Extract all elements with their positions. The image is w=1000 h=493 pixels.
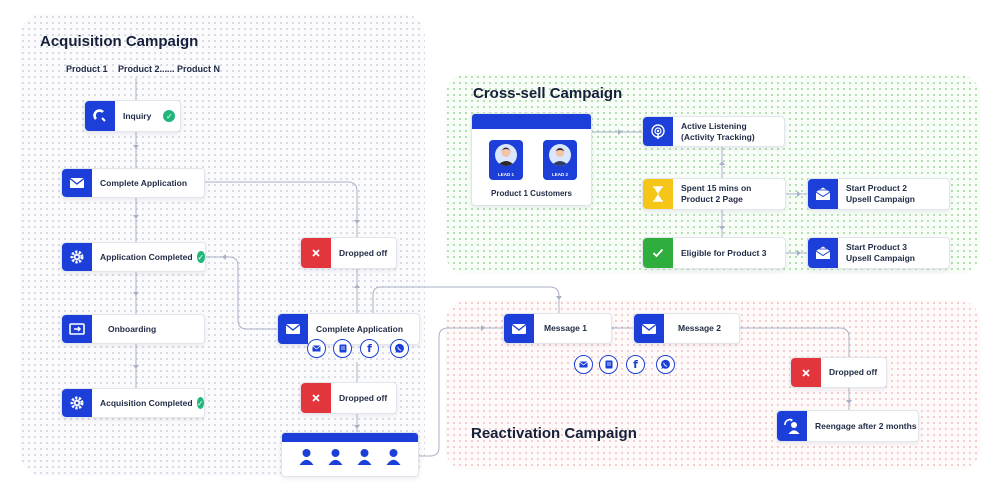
audience-header-bar: [282, 433, 418, 442]
onboarding-node[interactable]: Onboarding: [61, 314, 205, 344]
start-product-2-line-1: Start Product 2: [846, 183, 907, 194]
start-product-3-line-2: Upsell Campaign: [846, 253, 915, 263]
spent-line-1: Spent 15 mins on: [681, 183, 752, 194]
message-1-label: Message 1: [544, 323, 587, 334]
active-listening-line-1: Active Listening: [681, 120, 747, 131]
email-channel-icon[interactable]: [307, 339, 326, 358]
acquisition-campaign-title: Acquisition Campaign: [40, 33, 199, 50]
start-product-2-upsell-node[interactable]: Start Product 2 Upsell Campaign: [807, 178, 950, 210]
message-1-node[interactable]: Message 1: [503, 313, 612, 344]
sms-channel-icon[interactable]: [599, 355, 618, 374]
product-1-customers-node[interactable]: LEAD 1 LEAD 2 Product 1 Customers: [471, 113, 592, 206]
eligible-product-3-node[interactable]: Eligible for Product 3: [642, 237, 786, 269]
eligible-label: Eligible for Product 3: [681, 247, 767, 258]
check-icon: ✓: [196, 251, 205, 263]
message-2-node[interactable]: Message 2: [633, 313, 740, 344]
product-n-label: Product 2...... Product N: [118, 64, 221, 74]
lead-1-tag: LEAD 1: [497, 172, 514, 177]
gear-icon: [62, 243, 92, 271]
product-1-customers-label: Product 1 Customers: [491, 189, 572, 198]
close-icon: [301, 383, 331, 413]
mail-icon: [278, 314, 308, 344]
close-icon: [791, 358, 821, 387]
campaign-mail-icon: [808, 238, 838, 268]
spent-15-mins-node[interactable]: Spent 15 mins on Product 2 Page: [642, 178, 786, 210]
dropped-off-label: Dropped off: [339, 247, 388, 258]
application-completed-label: Application Completed: [100, 251, 193, 262]
check-icon: ✓: [163, 110, 176, 122]
start-product-2-line-2: Upsell Campaign: [846, 194, 915, 204]
gear-icon: [62, 389, 92, 417]
message-2-label: Message 2: [678, 323, 721, 334]
lead-2-tag: LEAD 2: [551, 172, 568, 177]
audience-segment-node[interactable]: [281, 432, 419, 477]
check-icon: [643, 238, 673, 268]
start-product-3-line-1: Start Product 3: [846, 242, 907, 253]
onboarding-icon: [62, 315, 92, 343]
application-completed-node[interactable]: Application Completed ✓: [61, 242, 206, 272]
complete-application-node[interactable]: Complete Application: [61, 168, 205, 198]
start-product-3-upsell-node[interactable]: Start Product 3 Upsell Campaign: [807, 237, 950, 269]
lead-1-avatar: LEAD 1: [489, 140, 523, 180]
active-listening-node[interactable]: Active Listening (Activity Tracking): [642, 116, 785, 147]
onboarding-label: Onboarding: [108, 323, 157, 334]
facebook-icon[interactable]: f: [360, 339, 379, 358]
mail-icon: [62, 169, 92, 197]
inquiry-node[interactable]: Inquiry ✓: [84, 100, 181, 132]
acquisition-completed-node[interactable]: Acquisition Completed ✓: [61, 388, 205, 418]
acquisition-completed-label: Acquisition Completed: [100, 397, 193, 408]
mail-icon: [634, 314, 664, 343]
dropped-off-node-3[interactable]: Dropped off: [790, 357, 887, 388]
email-channel-icon[interactable]: [574, 355, 593, 374]
user-icon: [357, 449, 372, 465]
facebook-icon[interactable]: f: [626, 355, 645, 374]
dropped-off-label: Dropped off: [829, 367, 878, 378]
reengage-node[interactable]: Reengage after 2 months: [776, 410, 919, 442]
dropped-off-label: Dropped off: [339, 392, 388, 403]
whatsapp-icon[interactable]: [656, 355, 675, 374]
sms-channel-icon[interactable]: [333, 339, 352, 358]
campaign-mail-icon: [808, 179, 838, 209]
dropped-off-node-1[interactable]: Dropped off: [300, 237, 397, 269]
whatsapp-icon[interactable]: [390, 339, 409, 358]
cross-sell-campaign-title: Cross-sell Campaign: [473, 85, 623, 102]
reactivation-campaign-title: Reactivation Campaign: [471, 425, 637, 442]
inquiry-label: Inquiry: [123, 110, 152, 121]
customers-header-bar: [472, 114, 591, 129]
user-icon: [386, 449, 401, 465]
user-refresh-icon: [777, 411, 807, 441]
active-listening-line-2: (Activity Tracking): [681, 131, 755, 142]
complete-application-label: Complete Application: [100, 177, 188, 188]
user-icon: [299, 449, 314, 465]
hourglass-icon: [643, 179, 673, 209]
dropped-off-node-2[interactable]: Dropped off: [300, 382, 397, 414]
podcast-icon: [643, 117, 673, 146]
lead-2-avatar: LEAD 2: [543, 140, 577, 180]
spent-line-2: Product 2 Page: [681, 194, 743, 204]
close-icon: [301, 238, 331, 268]
reengage-label: Reengage after 2 months: [815, 420, 917, 431]
magnet-icon: [85, 101, 115, 131]
mail-icon: [504, 314, 534, 343]
user-icon: [328, 449, 343, 465]
complete-application-label: Complete Application: [316, 323, 404, 334]
check-icon: ✓: [196, 397, 204, 409]
product-1-label: Product 1: [66, 64, 108, 74]
